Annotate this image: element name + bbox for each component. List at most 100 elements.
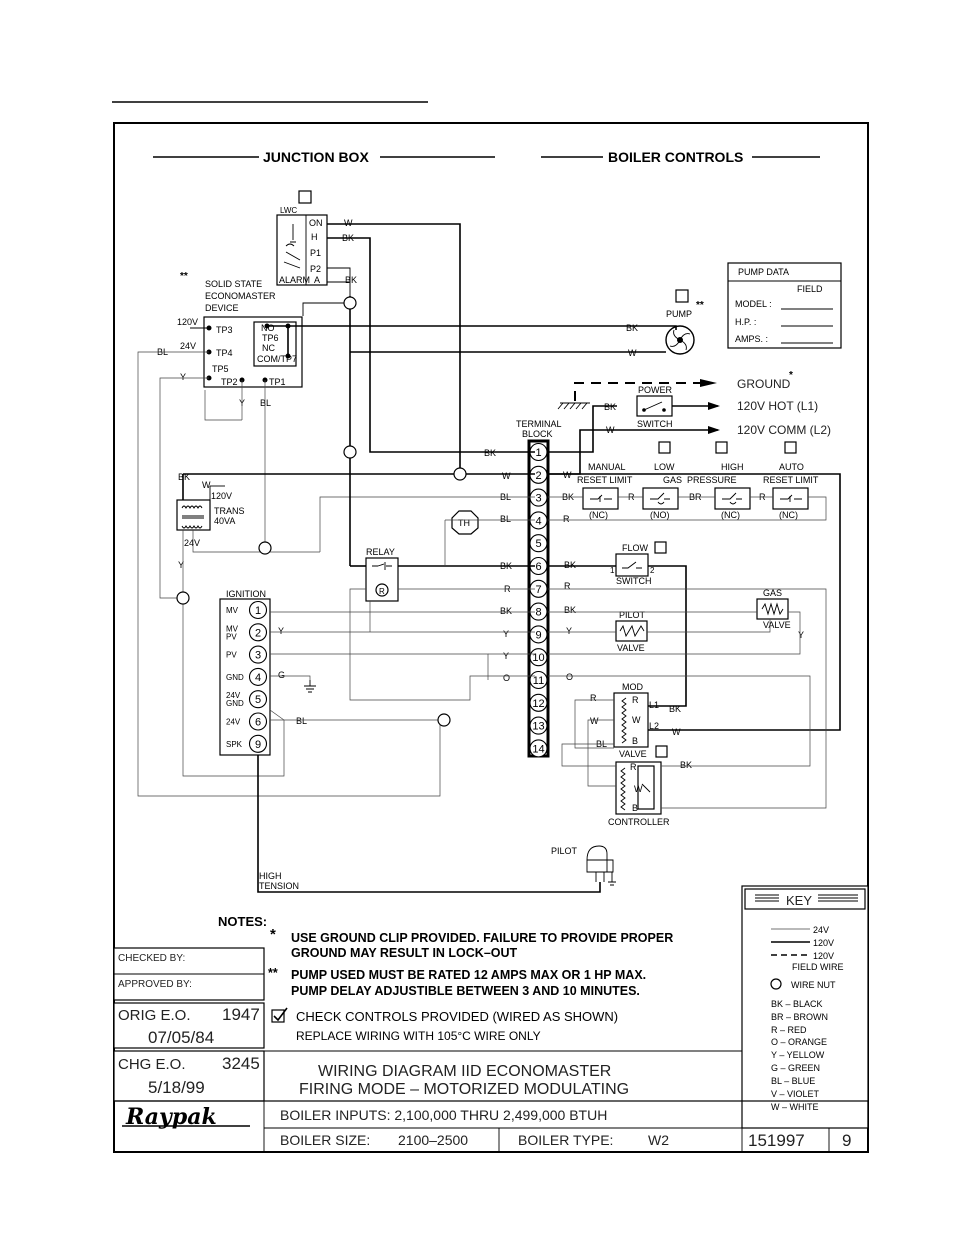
check-icon	[273, 1007, 288, 1022]
svg-text:TP6: TP6	[262, 333, 279, 343]
svg-text:BK: BK	[564, 605, 576, 615]
svg-text:REPLACE WIRING WITH 105°C WIRE: REPLACE WIRING WITH 105°C WIRE ONLY	[296, 1029, 541, 1043]
svg-text:1947: 1947	[222, 1005, 260, 1024]
svg-text:CHG E.O.: CHG E.O.	[118, 1056, 186, 1073]
notes: NOTES: * USE GROUND CLIP PROVIDED. FAILU…	[218, 914, 673, 1043]
svg-text:LOW: LOW	[654, 462, 675, 472]
svg-text:120V: 120V	[211, 491, 232, 501]
lwc-box	[276, 214, 328, 286]
lwc-term-h: H	[311, 232, 318, 242]
svg-text:120V: 120V	[813, 951, 834, 961]
svg-text:BOILER SIZE:: BOILER SIZE:	[280, 1132, 370, 1148]
power-supply: GROUND * POWER SWITCH 120V HOT (L1) 120V…	[557, 370, 831, 437]
svg-text:R: R	[632, 695, 639, 705]
economaster-relay	[253, 321, 297, 367]
svg-text:BL: BL	[260, 398, 271, 408]
ground-icon	[557, 402, 590, 410]
ignition-terminal-label: GND	[226, 699, 244, 708]
checkbox[interactable]	[784, 441, 797, 454]
lwc-term-p2: P2	[310, 264, 321, 274]
svg-text:PUMP USED MUST BE RATED 12 AMP: PUMP USED MUST BE RATED 12 AMPS MAX OR 1…	[291, 968, 646, 982]
checkbox-checked[interactable]	[271, 1009, 285, 1023]
svg-text:O: O	[566, 672, 573, 682]
svg-text:W: W	[344, 218, 353, 228]
svg-text:RESET LIMIT: RESET LIMIT	[577, 475, 633, 485]
boiler-controls-header: BOILER CONTROLS	[608, 149, 743, 165]
svg-text:WIRING DIAGRAM IID ECONOMASTER: WIRING DIAGRAM IID ECONOMASTER	[318, 1063, 611, 1080]
ignition-terminal	[248, 645, 268, 664]
svg-text:BR – BROWN: BR – BROWN	[771, 1012, 828, 1022]
svg-text:PRESSURE: PRESSURE	[687, 475, 737, 485]
svg-text:BK: BK	[680, 760, 692, 770]
terminal-number: 9	[535, 629, 541, 641]
svg-text:TERMINAL: TERMINAL	[516, 419, 562, 429]
svg-text:**: **	[696, 300, 704, 311]
ignition-terminal	[248, 734, 268, 753]
svg-text:G – GREEN: G – GREEN	[771, 1063, 820, 1073]
svg-text:24V: 24V	[813, 925, 829, 935]
svg-text:CHECK CONTROLS PROVIDED (WIRED: CHECK CONTROLS PROVIDED (WIRED AS SHOWN)	[296, 1009, 618, 1024]
svg-text:RESET LIMIT: RESET LIMIT	[763, 475, 819, 485]
svg-text:L2: L2	[649, 721, 659, 731]
svg-text:W: W	[590, 716, 599, 726]
auto-reset-limit	[772, 487, 809, 510]
svg-text:BK: BK	[626, 323, 638, 333]
terminal-number: 12	[532, 698, 544, 710]
checkbox[interactable]	[654, 541, 667, 554]
svg-text:1: 1	[610, 566, 615, 575]
svg-text:WIRE NUT: WIRE NUT	[791, 980, 836, 990]
svg-text:120V: 120V	[813, 938, 834, 948]
svg-text:O – ORANGE: O – ORANGE	[771, 1037, 827, 1047]
checkbox[interactable]	[298, 190, 312, 204]
ignition-terminal-number: 3	[255, 650, 261, 662]
controller: R W B CONTROLLER	[608, 761, 670, 827]
svg-text:R: R	[564, 581, 571, 591]
terminal-number: 14	[532, 743, 544, 755]
ignition-terminal-label: SPK	[226, 740, 243, 749]
svg-text:AMPS. :: AMPS. :	[735, 334, 768, 344]
svg-text:(NC): (NC)	[721, 510, 740, 520]
svg-text:R: R	[590, 693, 597, 703]
svg-text:TH: TH	[458, 518, 470, 528]
power-switch[interactable]	[636, 395, 673, 417]
svg-text:R – RED: R – RED	[771, 1025, 807, 1035]
svg-text:BL: BL	[500, 514, 511, 524]
svg-text:GROUND MAY RESULT IN LOCK–OUT: GROUND MAY RESULT IN LOCK–OUT	[291, 946, 518, 960]
checkbox[interactable]	[658, 441, 671, 454]
svg-text:PUMP DELAY ADJUSTIBLE BETWEEN: PUMP DELAY ADJUSTIBLE BETWEEN 3 AND 10 M…	[291, 984, 640, 998]
ignition-terminal-label: GND	[226, 673, 244, 682]
svg-text:CONTROLLER: CONTROLLER	[608, 817, 670, 827]
svg-text:NC: NC	[262, 343, 275, 353]
terminal-number: 3	[535, 493, 541, 505]
svg-text:2100–2500: 2100–2500	[398, 1132, 468, 1148]
terminal-13	[529, 716, 548, 735]
svg-text:AUTO: AUTO	[779, 462, 804, 472]
svg-text:TP5: TP5	[212, 364, 229, 374]
svg-text:VALVE: VALVE	[763, 620, 791, 630]
ignition-terminal-label: 24V	[226, 691, 241, 700]
ignition-terminal-label: PV	[226, 632, 237, 641]
svg-text:MANUAL: MANUAL	[588, 462, 626, 472]
key-legend: KEY 24V 120V 120V FIELD WIRE WIRE NUT BK…	[741, 885, 869, 1129]
svg-text:Y: Y	[278, 626, 284, 636]
svg-text:KEY: KEY	[786, 893, 812, 908]
checkbox[interactable]	[675, 289, 689, 303]
svg-text:*: *	[789, 370, 793, 381]
svg-text:HIGH: HIGH	[721, 462, 744, 472]
checkbox[interactable]	[715, 441, 728, 454]
svg-text:TP4: TP4	[216, 348, 233, 358]
lwc: LWC ON H P1 P2 ALARM A	[276, 190, 328, 286]
svg-text:(NO): (NO)	[650, 510, 670, 520]
svg-text:GAS: GAS	[763, 588, 782, 598]
svg-text:BL – BLUE: BL – BLUE	[771, 1076, 815, 1086]
svg-text:Y: Y	[503, 629, 509, 639]
terminal-10	[529, 648, 548, 667]
terminal-number: 2	[535, 470, 541, 482]
wiring	[137, 223, 841, 893]
svg-text:Y: Y	[178, 560, 184, 570]
checkbox[interactable]	[655, 745, 668, 758]
svg-text:W: W	[202, 480, 211, 490]
svg-text:SWITCH: SWITCH	[616, 576, 652, 586]
pump-label: PUMP	[666, 309, 692, 319]
